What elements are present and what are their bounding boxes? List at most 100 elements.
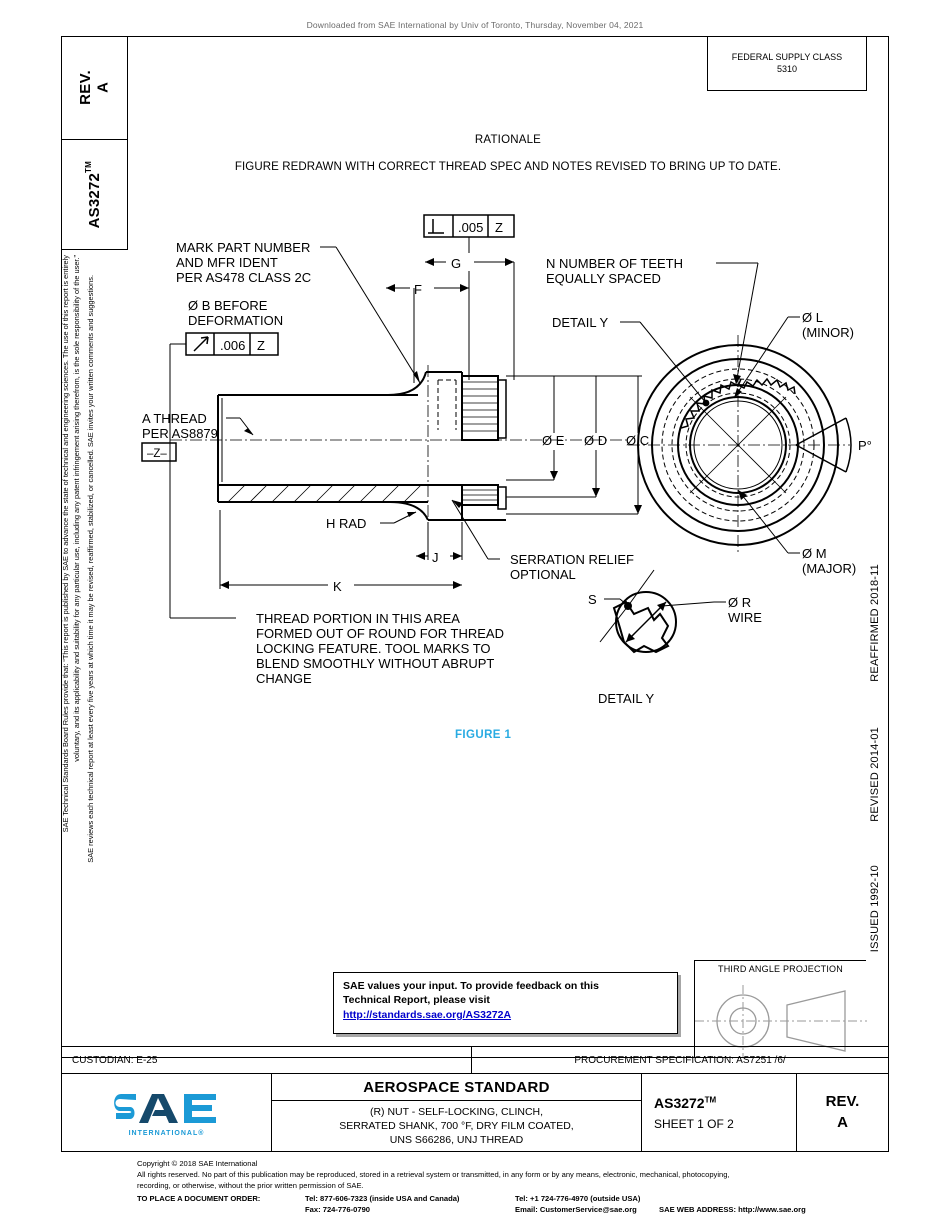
thread-note-line-5: CHANGE xyxy=(256,671,312,686)
dia-e-label: Ø E xyxy=(542,433,565,448)
dimension-j-label: J xyxy=(432,550,439,565)
thread-note-line-4: BLEND SMOOTHLY WITHOUT ABRUPT xyxy=(256,656,494,671)
document-number-cell: AS3272TM SHEET 1 OF 2 xyxy=(642,1074,797,1151)
procurement-spec-label: PROCUREMENT SPECIFICATION: AS7251 /6/ xyxy=(574,1054,786,1066)
standard-cell: AEROSPACE STANDARD (R) NUT - SELF-LOCKIN… xyxy=(272,1074,642,1151)
dimension-k: K xyxy=(219,510,462,594)
revision-value: A xyxy=(837,1113,848,1131)
dia-m-line-2: (MAJOR) xyxy=(802,561,856,576)
dia-l-line-1: Ø L xyxy=(802,310,823,325)
custodian-label: CUSTODIAN: E-25 xyxy=(62,1047,472,1073)
revision-label: REV. xyxy=(825,1093,860,1111)
title-block: INTERNATIONAL® AEROSPACE STANDARD (R) NU… xyxy=(61,1074,889,1152)
desc-line-2: SERRATED SHANK, 700 °F, DRY FILM COATED, xyxy=(339,1119,574,1132)
detail-y-inset: Ø R WIRE S DETAIL Y xyxy=(588,569,762,706)
dimension-g: G xyxy=(425,253,515,380)
feedback-line-2: Technical Report, please visit xyxy=(343,993,490,1006)
federal-supply-class-box: FEDERAL SUPPLY CLASS 5310 xyxy=(707,36,867,91)
callout-serration-relief: SERRATION RELIEF OPTIONAL xyxy=(451,499,634,582)
standard-description: (R) NUT - SELF-LOCKING, CLINCH, SERRATED… xyxy=(272,1101,641,1151)
third-angle-projection-title: THIRD ANGLE PROJECTION xyxy=(718,964,843,974)
sae-logo-cell: INTERNATIONAL® xyxy=(62,1074,272,1151)
order-label: TO PLACE A DOCUMENT ORDER: xyxy=(137,1194,261,1203)
legal-line-3: SAE reviews each technical report at lea… xyxy=(86,275,95,863)
feedback-line-1: SAE values your input. To provide feedba… xyxy=(343,980,599,992)
feedback-link[interactable]: http://standards.sae.org/AS3272A xyxy=(343,1008,512,1021)
thread-note-line-2: FORMED OUT OF ROUND FOR THREAD xyxy=(256,626,504,641)
callout-teeth: N NUMBER OF TEETH EQUALLY SPACED xyxy=(546,256,759,385)
dia-d-label: Ø D xyxy=(584,433,607,448)
mark-part-line-2: AND MFR IDENT xyxy=(176,255,278,270)
dia-r-line-1: Ø R xyxy=(728,595,751,610)
footer-rights-2: recording, or otherwise, without the pri… xyxy=(137,1181,364,1190)
web-address: SAE WEB ADDRESS: http://www.sae.org xyxy=(659,1205,806,1214)
a-thread-line-1: A THREAD xyxy=(142,411,207,426)
revision-strip-box: REV. A xyxy=(61,36,128,140)
federal-supply-class-value: 5310 xyxy=(776,64,798,74)
footer: Copyright © 2018 SAE International All r… xyxy=(137,1158,897,1215)
callout-thread-note: THREAD PORTION IN THIS AREA FORMED OUT O… xyxy=(169,418,504,686)
a-thread-line-2: PER AS8879 xyxy=(142,426,218,441)
dia-b-line-2: DEFORMATION xyxy=(188,313,283,328)
rationale-body: FIGURE REDRAWN WITH CORRECT THREAD SPEC … xyxy=(234,161,782,173)
document-number-text: AS3272 xyxy=(654,1094,705,1111)
third-angle-projection-symbol xyxy=(695,985,867,1057)
document-number: AS3272TM xyxy=(654,1095,796,1111)
dimension-k-label: K xyxy=(333,579,342,594)
desc-line-3: UNS S66286, UNJ THREAD xyxy=(389,1134,524,1147)
h-rad-label: H RAD xyxy=(326,516,366,531)
fcf-top-value: .005 xyxy=(458,220,483,235)
document-strip-tm: TM xyxy=(84,160,94,173)
mark-part-line-3: PER AS478 CLASS 2C xyxy=(176,270,311,285)
dimension-f: F xyxy=(386,279,469,383)
callout-mark-part-number: MARK PART NUMBER AND MFR IDENT PER AS478… xyxy=(176,240,421,384)
drawing-outer-frame xyxy=(61,36,889,1058)
dimension-diameters: Ø E Ø D Ø C xyxy=(506,375,649,515)
mark-part-line-1: MARK PART NUMBER xyxy=(176,240,310,255)
download-banner: Downloaded from SAE International by Uni… xyxy=(306,20,644,30)
issued-date: ISSUED 1992-10 xyxy=(869,865,881,953)
document-number-tm: TM xyxy=(704,1094,717,1104)
legal-notice-block: SAE Technical Standards Board Rules prov… xyxy=(60,255,130,1155)
sheet-label: SHEET 1 OF 2 xyxy=(654,1116,734,1131)
serration-line-1: SERRATION RELIEF xyxy=(510,552,634,567)
document-strip-box: AS3272TM xyxy=(61,140,128,250)
standard-heading: AEROSPACE STANDARD xyxy=(272,1074,641,1101)
callout-a-thread: A THREAD PER AS8879 –Z– xyxy=(141,411,254,462)
nut-cross-section xyxy=(170,365,628,521)
dimension-j: J xyxy=(416,522,463,565)
end-view-serrated-nut: P° xyxy=(628,335,872,555)
callout-dia-m: Ø M (MAJOR) xyxy=(737,489,856,576)
callout-detail-y-top: DETAIL Y xyxy=(552,315,707,404)
teeth-line-1: N NUMBER OF TEETH xyxy=(546,256,683,271)
legal-line-1: SAE Technical Standards Board Rules prov… xyxy=(61,255,70,833)
third-angle-projection-box: THIRD ANGLE PROJECTION xyxy=(694,960,867,1058)
email-and-web: Email: CustomerService@sae.org SAE WEB A… xyxy=(515,1204,806,1215)
figure-caption: FIGURE 1 xyxy=(455,729,512,741)
revision-cell: REV. A xyxy=(797,1074,888,1151)
document-strip-number: AS3272 xyxy=(86,172,104,229)
sae-international-label: INTERNATIONAL® xyxy=(128,1129,205,1137)
rationale-title: RATIONALE xyxy=(474,134,542,146)
fcf-b-value: .006 xyxy=(220,338,245,353)
tel-outside: Tel: +1 724-776-4970 (outside USA) xyxy=(515,1194,641,1203)
fax-number: Fax: 724-776-0790 xyxy=(305,1205,371,1214)
order-row: TO PLACE A DOCUMENT ORDER: Tel: 877-606-… xyxy=(137,1193,897,1215)
feedback-box: SAE values your input. To provide feedba… xyxy=(333,972,678,1034)
callout-dia-l: Ø L (MINOR) xyxy=(733,310,854,399)
federal-supply-class-title: FEDERAL SUPPLY CLASS xyxy=(731,51,843,62)
revision-strip-label: REV. A xyxy=(76,70,111,105)
thread-note-line-3: LOCKING FEATURE. TOOL MARKS TO xyxy=(256,641,491,656)
callout-diameter-b: Ø B BEFORE DEFORMATION .006 Z xyxy=(169,298,283,418)
footer-copyright: Copyright © 2018 SAE International xyxy=(137,1159,258,1168)
dia-m-line-1: Ø M xyxy=(802,546,827,561)
datum-z-label: –Z– xyxy=(147,448,167,460)
sae-logo-icon xyxy=(113,1093,216,1123)
custodian-row: CUSTODIAN: E-25 PROCUREMENT SPECIFICATIO… xyxy=(61,1046,889,1074)
detail-y-top-label: DETAIL Y xyxy=(552,315,608,330)
thread-note-line-1: THREAD PORTION IN THIS AREA xyxy=(256,611,460,626)
footer-rights-1: All rights reserved. No part of this pub… xyxy=(137,1170,730,1179)
dimension-g-label: G xyxy=(451,256,461,271)
fcf-b-datum: Z xyxy=(257,338,265,353)
